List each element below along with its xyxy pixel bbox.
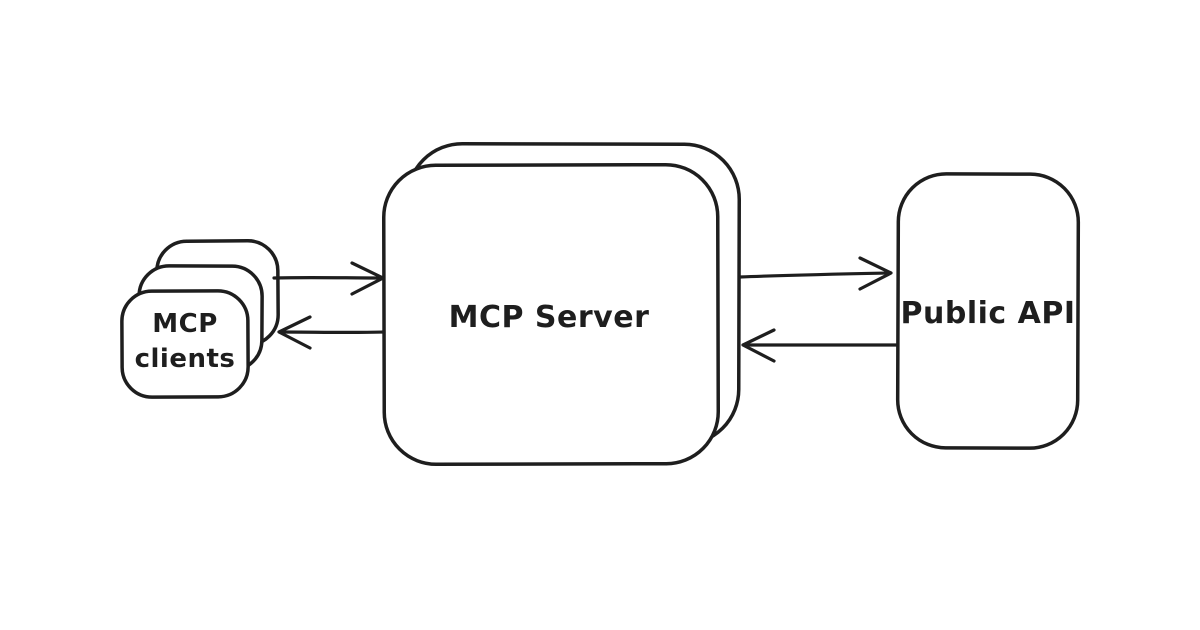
public-api-label: Public API [901, 296, 1076, 331]
mcp-clients-label-line1: MCP [152, 309, 218, 339]
node-mcp-clients: MCP clients [120, 239, 280, 399]
edge-server-to-clients-arrowhead [277, 315, 312, 350]
edge-server-to-api-arrowhead [858, 256, 893, 291]
edge-server-to-api [738, 256, 893, 291]
node-public-api: Public API [895, 172, 1081, 450]
edge-clients-to-server [272, 261, 385, 296]
public-api-card [895, 172, 1081, 450]
edge-api-to-server [741, 328, 898, 363]
edge-api-to-server-arrowhead [741, 328, 776, 363]
mcp-server-label: MCP Server [449, 300, 650, 335]
mcp-clients-label-line2: clients [135, 344, 236, 374]
edge-clients-to-server-arrowhead [350, 261, 385, 296]
edge-server-to-api-line [738, 271, 891, 279]
node-mcp-server: MCP Server [381, 141, 741, 467]
edge-server-to-clients [277, 315, 386, 350]
mcp-clients-card-front [120, 289, 250, 399]
mcp-server-card-front [381, 162, 721, 467]
